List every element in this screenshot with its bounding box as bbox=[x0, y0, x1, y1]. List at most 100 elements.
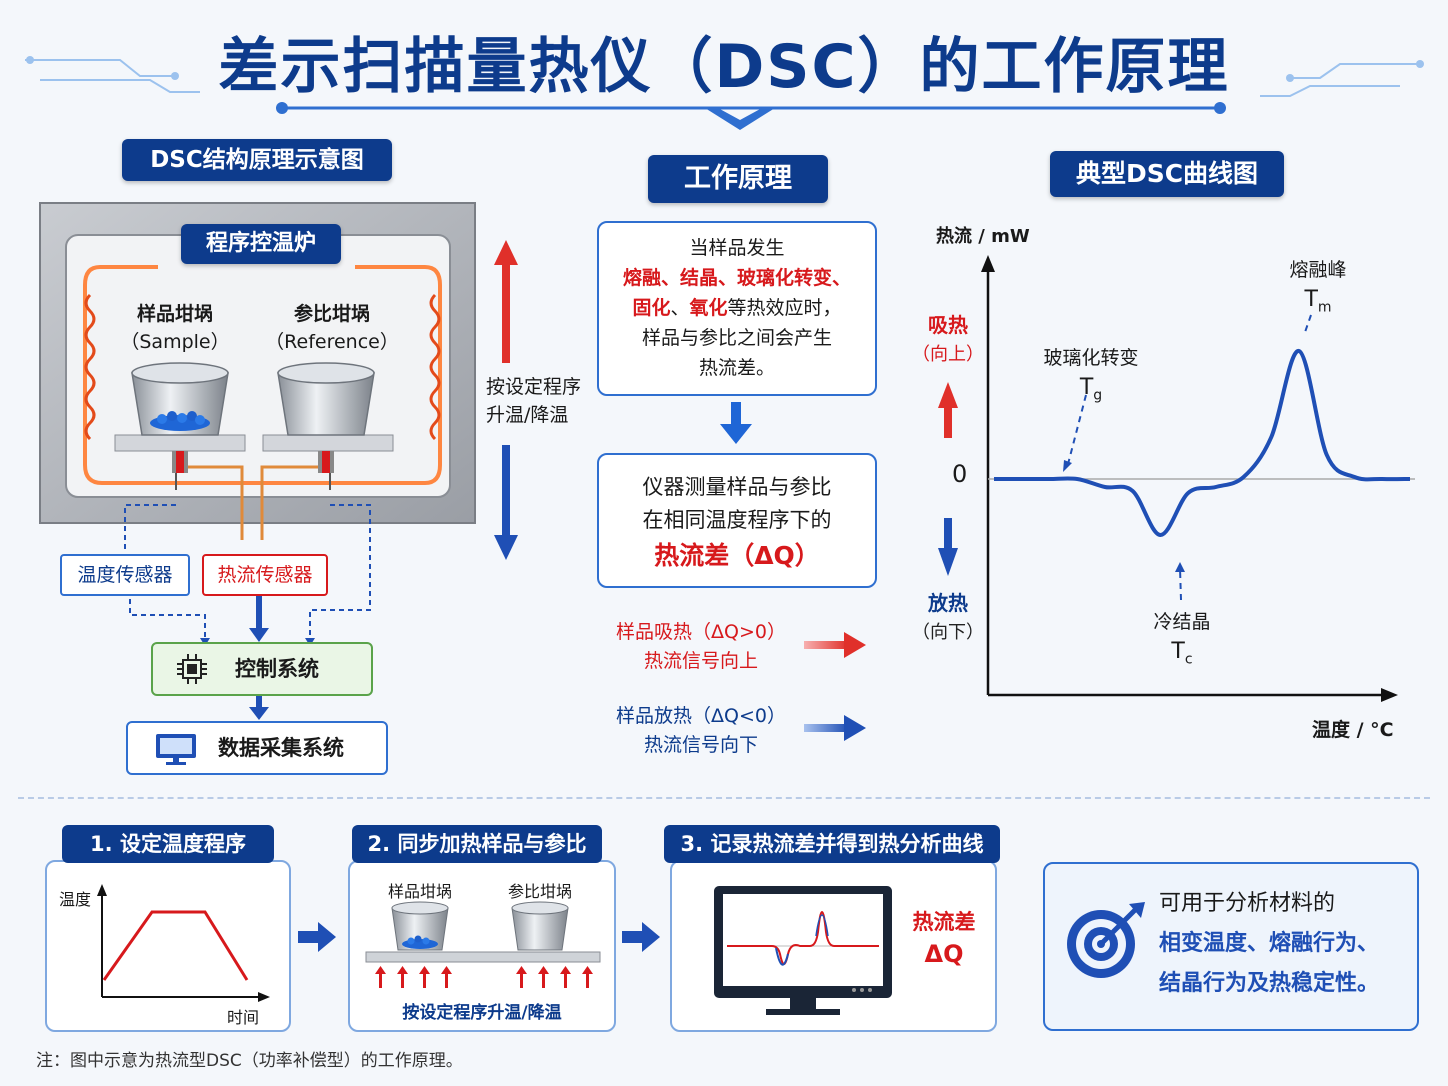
measure-delta-q: 热流差（ΔQ） bbox=[654, 541, 820, 570]
data-acquisition-label: 数据采集系统 bbox=[218, 736, 344, 760]
step-3-header: 3. 记录热流差并得到热分析曲线 bbox=[664, 825, 1000, 863]
exo-direction-shaft bbox=[944, 518, 952, 550]
program-label-line1: 按设定程序 bbox=[486, 376, 582, 398]
endothermic-axis-label: 吸热 （向上） bbox=[912, 310, 984, 370]
furnace-diagram bbox=[39, 202, 476, 540]
zero-tick-label: 0 bbox=[952, 460, 968, 488]
principle-effect-curing: 固化 bbox=[632, 297, 671, 319]
reference-crucible-label: 参比坩埚 （Reference） bbox=[262, 300, 402, 356]
step-3-card: 热流差 ΔQ bbox=[670, 860, 997, 1032]
exothermic-axis-label: 放热 （向下） bbox=[912, 588, 984, 648]
glass-transition-name: 玻璃化转变 bbox=[1043, 347, 1139, 369]
exothermic-arrow bbox=[804, 715, 866, 741]
dsc-curve-line bbox=[994, 349, 1411, 537]
melting-peak-name: 熔融峰 bbox=[1289, 259, 1347, 281]
exothermic-explanation: 样品放热（ΔQ<0） 热流信号向下 bbox=[606, 702, 796, 760]
exothermic-line-2: 热流信号向下 bbox=[643, 734, 758, 756]
principle-line-4: 样品与参比之间会产生 bbox=[641, 327, 832, 349]
glass-symbol-sub: g bbox=[1093, 387, 1103, 404]
page-title: 差示扫描量热仪（DSC）的工作原理 bbox=[218, 32, 1230, 102]
monitor-curve-illustration bbox=[714, 886, 892, 1015]
control-system: 控制系统 bbox=[151, 642, 373, 696]
glass-transition-label: 玻璃化转变 Tg bbox=[1038, 343, 1144, 410]
step-2-header: 2. 同步加热样品与参比 bbox=[352, 825, 602, 863]
curve-header: 典型DSC曲线图 bbox=[1050, 151, 1284, 197]
melting-peak-symbol: Tm bbox=[1278, 285, 1358, 322]
endothermic-explanation: 样品吸热（ΔQ>0） 热流信号向上 bbox=[606, 618, 796, 676]
sample-crucible-en: （Sample） bbox=[120, 331, 230, 353]
section-divider bbox=[18, 797, 1430, 799]
endothermic-word: 吸热 bbox=[928, 313, 968, 337]
measure-line-1: 仪器测量样品与参比 bbox=[642, 475, 832, 499]
endothermic-line-1: 样品吸热（ΔQ>0） bbox=[616, 621, 786, 643]
glass-transition-pointer-head bbox=[1063, 460, 1072, 472]
target-icon bbox=[1067, 902, 1145, 978]
principle-line-3: 固化、氧化等热效应时， bbox=[599, 293, 875, 323]
glass-transition-pointer bbox=[1066, 394, 1087, 469]
step-arrow-1 bbox=[298, 922, 336, 952]
application-line-3: 结晶行为及热稳定性。 bbox=[1159, 971, 1380, 996]
control-system-label: 控制系统 bbox=[235, 657, 319, 681]
cold-crystallization-label: 冷结晶 Tc bbox=[1140, 607, 1224, 674]
heating-cooling-arrows bbox=[494, 240, 518, 560]
cold-crystallization-pointer bbox=[1179, 567, 1182, 601]
y-axis-arrowhead bbox=[981, 255, 995, 272]
principle-box-2: 仪器测量样品与参比 在相同温度程序下的 热流差（ΔQ） bbox=[597, 453, 877, 588]
step-1-y-label: 温度 bbox=[59, 890, 92, 909]
step-arrow-2 bbox=[622, 922, 660, 952]
step-2-reference-label: 参比坩埚 bbox=[507, 882, 572, 901]
principle-down-arrow bbox=[720, 402, 752, 444]
step-3-delta-label: 热流差 ΔQ bbox=[904, 906, 984, 970]
step-1-x-label: 时间 bbox=[227, 1008, 260, 1027]
endothermic-arrow bbox=[804, 632, 866, 658]
cold-symbol-sub: c bbox=[1184, 651, 1193, 668]
melt-symbol-sub: m bbox=[1317, 299, 1332, 316]
cold-symbol-t: T bbox=[1171, 639, 1185, 664]
principle-header: 工作原理 bbox=[648, 155, 828, 203]
principle-effect-oxidation: 氧化 bbox=[689, 297, 728, 319]
step-1-header: 1. 设定温度程序 bbox=[62, 825, 274, 863]
application-line-2: 相变温度、熔融行为、 bbox=[1159, 931, 1380, 956]
step-3-delta-line2: ΔQ bbox=[924, 940, 964, 968]
step-2-card: 样品坩埚 参比坩埚 按设定程序升温/降温 bbox=[348, 860, 616, 1032]
endothermic-direction: （向上） bbox=[912, 344, 984, 365]
application-box: 可用于分析材料的 相变温度、熔融行为、 结晶行为及热稳定性。 bbox=[1043, 862, 1419, 1031]
dsc-curve-chart bbox=[938, 255, 1415, 702]
principle-line-1: 当样品发生 bbox=[689, 237, 785, 259]
application-text: 可用于分析材料的 相变温度、熔融行为、 结晶行为及热稳定性。 bbox=[1159, 884, 1409, 1004]
structure-header: DSC结构原理示意图 bbox=[122, 139, 392, 181]
step-2-sample-label: 样品坩埚 bbox=[387, 882, 452, 901]
application-line-1: 可用于分析材料的 bbox=[1159, 891, 1336, 916]
endothermic-line-2: 热流信号向上 bbox=[643, 650, 758, 672]
measure-line-2: 在相同温度程序下的 bbox=[642, 508, 832, 532]
exothermic-word: 放热 bbox=[928, 591, 968, 615]
program-label-line2: 升温/降温 bbox=[486, 404, 569, 426]
cold-crystallization-name: 冷结晶 bbox=[1153, 611, 1211, 633]
principle-effects-1: 熔融、结晶、玻璃化转变、 bbox=[622, 267, 851, 289]
heat-flow-sensor: 热流传感器 bbox=[202, 554, 328, 596]
exothermic-direction: （向下） bbox=[912, 622, 984, 643]
sample-crucible-label: 样品坩埚 （Sample） bbox=[110, 300, 240, 356]
x-axis-arrowhead bbox=[1381, 688, 1398, 702]
y-axis-label: 热流 / mW bbox=[936, 226, 1030, 247]
program-label: 按设定程序 升温/降温 bbox=[486, 373, 596, 429]
x-axis-label: 温度 / °C bbox=[1312, 719, 1394, 741]
monitor-icon bbox=[156, 734, 196, 765]
principle-box-1: 当样品发生 熔融、结晶、玻璃化转变、 固化、氧化等热效应时， 样品与参比之间会产… bbox=[597, 221, 877, 396]
temperature-program-graph bbox=[97, 884, 270, 1002]
principle-line-5: 热流差。 bbox=[698, 357, 775, 379]
footnote: 注：图中示意为热流型DSC（功率补偿型）的工作原理。 bbox=[36, 1051, 463, 1071]
heating-crucibles-illustration bbox=[365, 901, 601, 988]
sample-crucible-name: 样品坩埚 bbox=[136, 303, 213, 325]
cold-crystallization-pointer-head bbox=[1175, 562, 1185, 572]
endo-direction-arrow bbox=[938, 382, 958, 408]
melt-symbol-t: T bbox=[1304, 287, 1318, 312]
melting-peak-label: 熔融峰 Tm bbox=[1278, 255, 1358, 322]
header-decoration bbox=[25, 56, 1424, 130]
step-2-caption: 按设定程序升温/降温 bbox=[402, 1003, 562, 1023]
step-3-delta-line1: 热流差 bbox=[912, 910, 976, 934]
exo-direction-arrow bbox=[938, 548, 958, 576]
principle-separator: 、 bbox=[670, 297, 690, 319]
chip-icon bbox=[177, 654, 207, 684]
melting-peak-pointer bbox=[1303, 314, 1312, 336]
